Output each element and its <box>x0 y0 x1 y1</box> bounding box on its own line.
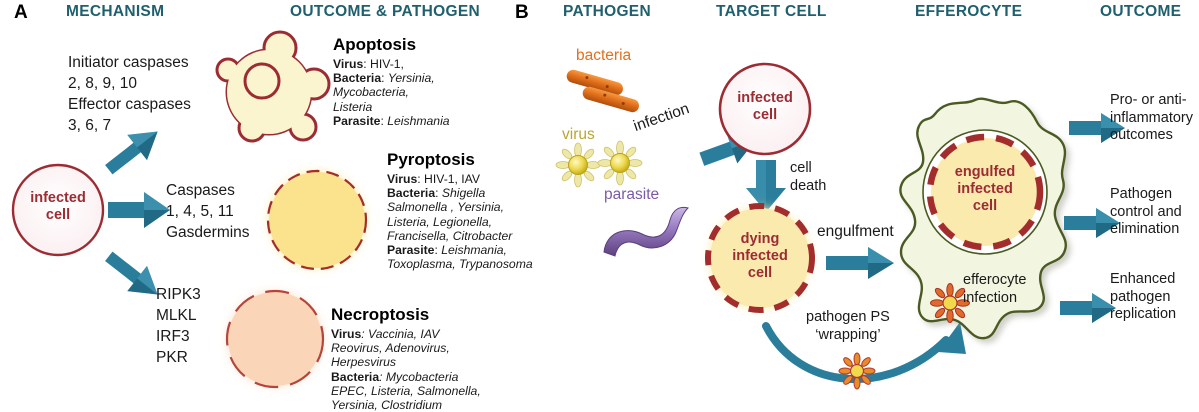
infected-cell-source-label: infected cell <box>30 190 86 223</box>
efferocyte-infection-label: efferocyte infection <box>963 272 1027 306</box>
efferocyte-cell: engulfed infected cell <box>893 92 1093 344</box>
dying-infected-cell-label: dying infected cell <box>732 231 788 281</box>
parasite-label: parasite <box>604 186 660 203</box>
apoptosis-title: Apoptosis <box>333 35 417 54</box>
mechanism-list-necroptosis: RIPK3 MLKL IRF3 PKR <box>156 286 201 366</box>
apoptosis-detail-2: Mycobacteria, <box>333 85 409 100</box>
parasite-worm-icon <box>596 204 706 262</box>
outcome-block-pyroptosis: Pyroptosis Virus: HIV-1, IAV Bacteria: S… <box>387 150 533 271</box>
outcome-text-2: Pathogen control and elimination <box>1110 186 1182 237</box>
necroptosis-title: Necroptosis <box>331 305 430 324</box>
cell-death-arrow <box>744 158 788 214</box>
dying-infected-cell: dying infected cell <box>697 196 823 320</box>
apoptosis-detail-1: Bacteria: Yersinia, <box>333 71 435 86</box>
efferocyte-infection-icon <box>930 283 970 323</box>
infected-cell-target-label: infected cell <box>737 90 793 123</box>
panel-a-header-outcome: OUTCOME & PATHOGEN <box>290 3 480 20</box>
necroptosis-detail-2: Herpesvirus <box>331 355 397 370</box>
infected-cell-target: infected cell <box>712 58 818 160</box>
apoptosis-detail-4: Parasite: Leishmania <box>333 113 450 128</box>
engulfment-label: engulfment <box>817 223 894 240</box>
cell-death-label: cell death <box>790 160 827 194</box>
panel-b-header-pathogen: PATHOGEN <box>563 3 651 20</box>
branch-arrow-necroptosis <box>98 248 170 304</box>
virus-label: virus <box>562 126 595 143</box>
branch-arrow-apoptosis <box>98 124 170 176</box>
pathogen-ps-wrapping-label: pathogen PS ‘wrapping’ <box>806 309 890 343</box>
apoptotic-cell-icon <box>206 28 336 150</box>
virus-spiky-icon <box>555 140 648 188</box>
bacteria-rods-icon <box>560 68 650 118</box>
outcome-arrow-3 <box>1058 290 1120 326</box>
pyroptosis-detail-3: Listeria, Legionella, <box>387 214 493 229</box>
panel-b-header-outcome: OUTCOME <box>1100 3 1182 20</box>
necroptosis-detail-4: EPEC, Listeria, Salmonella, <box>331 383 481 398</box>
necroptosis-detail-0: Virus: Vaccinia, IAV <box>331 327 440 341</box>
outcome-block-apoptosis: Apoptosis Virus: HIV-1, Bacteria: Yersin… <box>333 35 450 128</box>
necroptosis-detail-1: Reovirus, Adenovirus, <box>331 341 450 356</box>
pyroptosis-detail-1: Bacteria: Shigella <box>387 186 486 201</box>
necroptosis-detail-3: Bacteria: Mycobacteria <box>331 369 459 384</box>
pyroptosis-detail-0: Virus: HIV-1, IAV <box>387 172 481 186</box>
apoptosis-detail-3: Listeria <box>333 99 373 114</box>
panel-b-header-efferocyte: EFFEROCYTE <box>915 3 1023 20</box>
necroptotic-cell-icon <box>216 280 334 398</box>
panel-b-letter: B <box>515 2 529 23</box>
panel-b-header-target-cell: TARGET CELL <box>716 3 827 20</box>
pyroptosis-detail-2: Salmonella , Yersinia, <box>387 200 504 215</box>
outcome-arrow-1 <box>1067 110 1129 146</box>
pyroptosis-detail-6: Toxoplasma, Trypanosoma <box>387 257 533 272</box>
panel-a-header-mechanism: MECHANISM <box>66 3 165 20</box>
panel-a-letter: A <box>14 2 28 23</box>
outcome-text-3: Enhanced pathogen replication <box>1110 271 1177 322</box>
outcome-text-1: Pro- or anti- inflammatory outcomes <box>1110 92 1193 143</box>
apoptosis-detail-0: Virus: HIV-1, <box>333 57 404 71</box>
pathogen-on-arrow-icon <box>838 352 876 390</box>
necroptosis-detail-5: Yersinia, Clostridium <box>331 398 443 412</box>
branch-arrow-pyroptosis <box>104 184 176 236</box>
mechanism-list-pyroptosis: Caspases 1, 4, 5, 11 Gasdermins <box>166 182 250 241</box>
bacteria-label: bacteria <box>576 47 632 64</box>
engulfment-arrow <box>824 243 898 283</box>
pyroptosis-title: Pyroptosis <box>387 150 475 169</box>
engulfed-infected-cell-label: engulfed infected cell <box>954 164 1016 214</box>
mechanism-list-apoptosis: Initiator caspases 2, 8, 9, 10 Effector … <box>68 54 191 134</box>
pyroptotic-cell-icon <box>258 162 376 278</box>
pyroptosis-detail-4: Francisella, Citrobacter <box>387 228 513 243</box>
outcome-block-necroptosis: Necroptosis Virus: Vaccinia, IAV Reoviru… <box>331 305 481 412</box>
outcome-arrow-2 <box>1062 205 1124 241</box>
pyroptosis-detail-5: Parasite: Leishmania, <box>387 243 507 258</box>
infected-cell-source: infected cell <box>6 160 110 260</box>
infected-cell-source-icon <box>11 163 105 257</box>
